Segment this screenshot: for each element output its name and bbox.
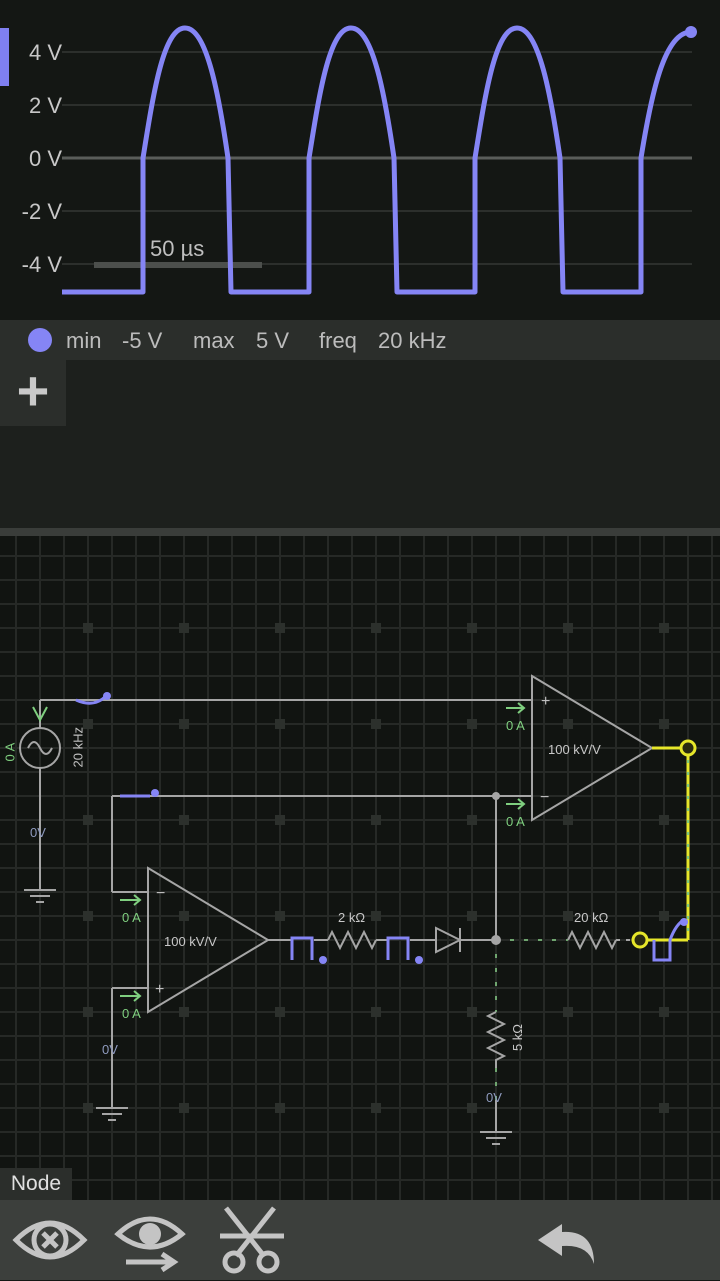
freq-label: freq <box>319 328 357 353</box>
opamp-bottom-ground-voltage: 0V <box>102 1042 118 1057</box>
pulse-2 <box>386 936 410 960</box>
opamp-bottom-plus-current: 0 A <box>122 1006 141 1021</box>
oscilloscope-panel[interactable]: 4 V 2 V 0 V -2 V -4 V 50 µs <box>0 0 720 320</box>
show-arrow-icon <box>114 1216 186 1273</box>
timebase-label: 50 µs <box>150 236 205 261</box>
opamp-top-plus-current: 0 A <box>506 718 525 733</box>
bottom-toolbar <box>0 1200 720 1280</box>
scope-selection-marker <box>0 28 9 86</box>
svg-text:+: + <box>155 981 164 998</box>
hide-icon <box>12 1220 88 1260</box>
ground-source <box>24 889 56 903</box>
waveform-trace <box>62 25 692 295</box>
ground-opamp <box>96 1107 128 1121</box>
ac-source <box>19 727 61 769</box>
resistor-20k-label: 20 kΩ <box>574 910 609 925</box>
max-value: 5 V <box>256 328 290 353</box>
freq-value: 20 kHz <box>378 328 447 353</box>
y-label-neg4v: -4 V <box>21 252 62 277</box>
resistor-5k <box>485 1011 507 1068</box>
node-tooltip: Node <box>0 1168 72 1200</box>
min-value: -5 V <box>122 328 163 353</box>
panel-divider[interactable] <box>0 528 720 536</box>
trace-endpoint <box>685 26 697 38</box>
hide-button[interactable] <box>12 1204 88 1276</box>
circuit-canvas[interactable]: + − − + <box>0 536 720 1200</box>
pulse-1 <box>290 936 314 960</box>
min-label: min <box>66 328 102 353</box>
diode <box>435 926 463 954</box>
opamp-bottom-minus-current: 0 A <box>122 910 141 925</box>
svg-text:−: − <box>540 789 549 806</box>
resistor-5k-label: 5 kΩ <box>510 1023 526 1052</box>
max-label: max <box>193 328 235 353</box>
svg-text:+: + <box>541 693 550 710</box>
opamp-bottom-gain: 100 kV/V <box>164 934 217 949</box>
opamp-bottom <box>147 866 270 1014</box>
scope-info-bar[interactable]: min -5 V max 5 V freq 20 kHz <box>0 320 720 360</box>
resistor-20k <box>567 929 617 951</box>
resistor-2k-label: 2 kΩ <box>338 910 366 925</box>
y-label-neg2v: -2 V <box>21 199 62 224</box>
scope-list-panel <box>0 360 720 528</box>
source-current-arrow <box>32 706 48 723</box>
show-button[interactable] <box>112 1204 188 1276</box>
ground-resistor <box>480 1131 512 1145</box>
cut-icon <box>220 1206 284 1274</box>
y-label-2v: 2 V <box>28 93 62 118</box>
oscilloscope-plot <box>62 25 697 295</box>
source-current-label: 0 A <box>2 742 18 762</box>
source-ground-voltage: 0V <box>30 825 46 840</box>
resistor-5k-ground-voltage: 0V <box>486 1090 502 1105</box>
y-label-0v: 0 V <box>28 146 62 171</box>
undo-button[interactable] <box>532 1204 608 1276</box>
resistor-2k <box>327 929 377 951</box>
opamp-top-gain: 100 kV/V <box>548 742 601 757</box>
y-label-4v: 4 V <box>28 40 62 65</box>
cut-button[interactable] <box>214 1204 290 1276</box>
source-freq-label: 20 kHz <box>70 727 86 768</box>
opamp-top-minus-current: 0 A <box>506 814 525 829</box>
undo-icon <box>538 1224 594 1264</box>
svg-text:−: − <box>156 885 165 902</box>
add-scope-button[interactable]: + <box>0 360 66 426</box>
trace-color-dot[interactable] <box>28 328 52 352</box>
